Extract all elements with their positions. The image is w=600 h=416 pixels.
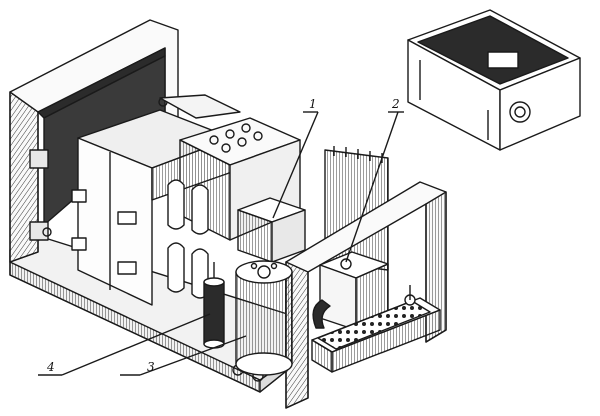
- fuse-holder: [203, 262, 225, 349]
- enclosed-unit-inset: [407, 9, 581, 151]
- leader-line-4: [61, 313, 211, 376]
- leader-line-3: [139, 335, 247, 376]
- callout-4-label: 4: [46, 360, 55, 374]
- magnetic-core: [312, 251, 389, 331]
- transformer: [237, 197, 306, 263]
- leader-line-2: [345, 111, 399, 263]
- capacitor: [235, 260, 293, 376]
- frame-screw: [42, 227, 52, 237]
- leader-lines: [38, 111, 404, 376]
- contact-assembly: [167, 117, 301, 299]
- callout-1-label: 1: [309, 97, 317, 111]
- leader-line-1: [272, 111, 319, 219]
- frame-clamp: [29, 221, 49, 241]
- frame-clamp: [29, 149, 49, 169]
- callout-3-label: 3: [147, 360, 155, 374]
- connector-block: [311, 285, 441, 373]
- callout-2-label: 2: [391, 97, 400, 111]
